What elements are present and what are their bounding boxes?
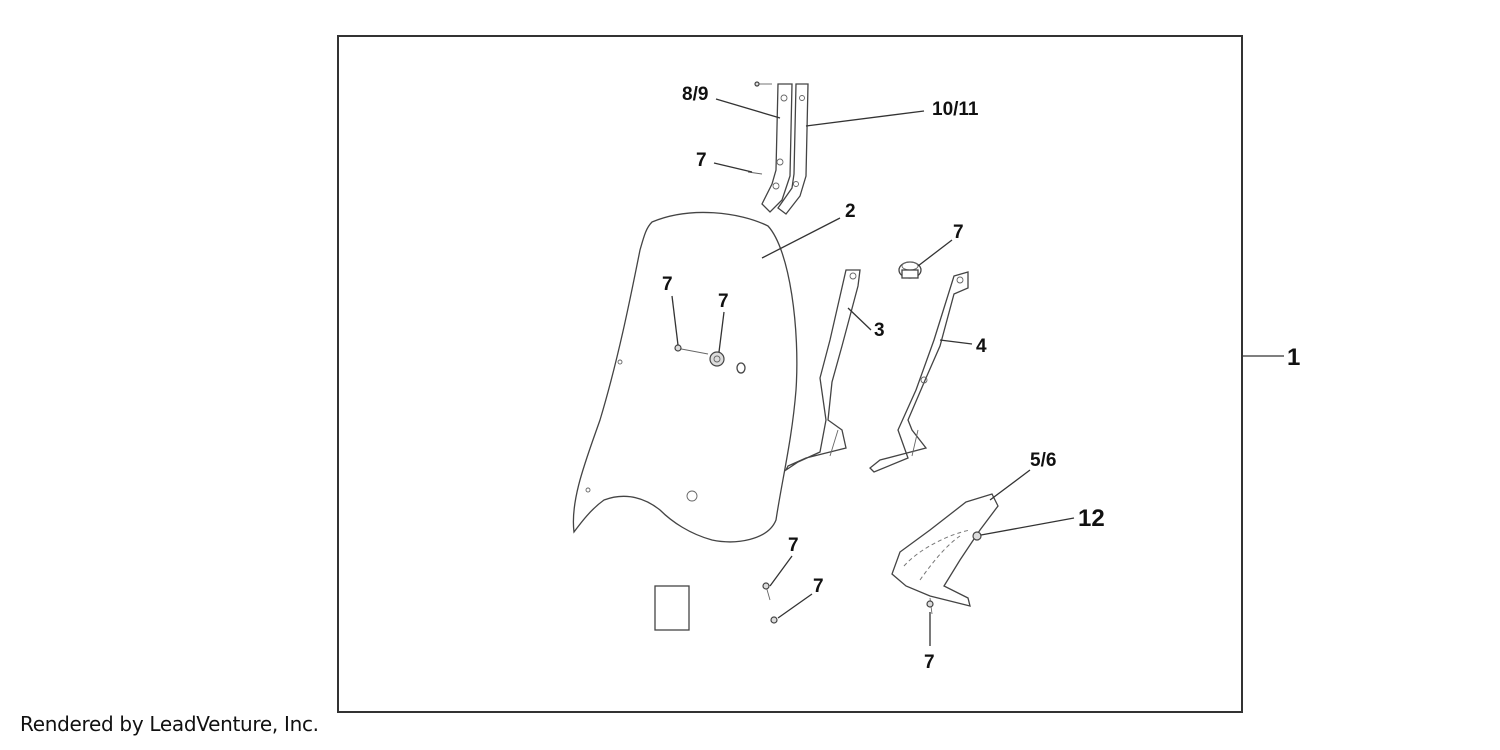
leader-7-e <box>718 311 725 353</box>
callout-3: 3 <box>874 320 885 341</box>
clip-12 <box>972 531 982 541</box>
windscreen-bolt <box>674 344 709 355</box>
screw-bottom <box>926 597 934 615</box>
loose-screw-b <box>770 616 778 624</box>
render-credit: Rendered by LeadVenture, Inc. <box>20 712 319 736</box>
bracket-8-9 <box>761 83 793 213</box>
stay-4 <box>869 271 969 473</box>
windscreen-cap <box>736 362 746 374</box>
screw-bracket-mid <box>747 171 763 175</box>
callout-10-11: 10/11 <box>932 99 979 120</box>
callout-7-g: 7 <box>813 576 824 597</box>
callout-7-b: 7 <box>696 150 707 171</box>
leader-7-f <box>769 555 793 587</box>
windscreen-2 <box>572 211 798 543</box>
leader-2 <box>761 217 841 259</box>
leader-7-b <box>713 162 753 173</box>
callout-7-e: 7 <box>718 291 729 312</box>
callout-12: 12 <box>1078 505 1105 532</box>
callout-7-d: 7 <box>662 274 673 295</box>
callout-5-6: 5/6 <box>1030 450 1056 471</box>
cover-5-6 <box>891 493 999 607</box>
leader-8-9 <box>715 98 781 119</box>
stay-3 <box>784 269 861 472</box>
leader-5-6 <box>989 469 1031 501</box>
screw-top <box>754 81 772 87</box>
leader-4 <box>939 339 973 345</box>
leader-10-11 <box>805 110 925 127</box>
callout-8-9: 8/9 <box>682 84 708 105</box>
leader-7-d <box>671 295 679 346</box>
rubber-bushing <box>898 261 922 279</box>
instruction-sheet <box>654 585 690 631</box>
callout-4: 4 <box>976 336 987 357</box>
callout-7-a: 7 <box>924 652 935 673</box>
leader-7-c <box>917 239 953 267</box>
leader-7-g <box>777 593 813 619</box>
bracket-10-11 <box>777 83 809 215</box>
callout-2: 2 <box>845 201 856 222</box>
leader-3 <box>847 307 872 331</box>
callout-7-f: 7 <box>788 535 799 556</box>
callout-1: 1 <box>1287 344 1300 371</box>
loose-screw-a <box>762 582 771 601</box>
leader-12 <box>980 517 1075 536</box>
windscreen-nut <box>709 351 725 367</box>
callout-7-c: 7 <box>953 222 964 243</box>
windscreen-hole <box>686 490 698 502</box>
kit-frame <box>337 35 1243 713</box>
